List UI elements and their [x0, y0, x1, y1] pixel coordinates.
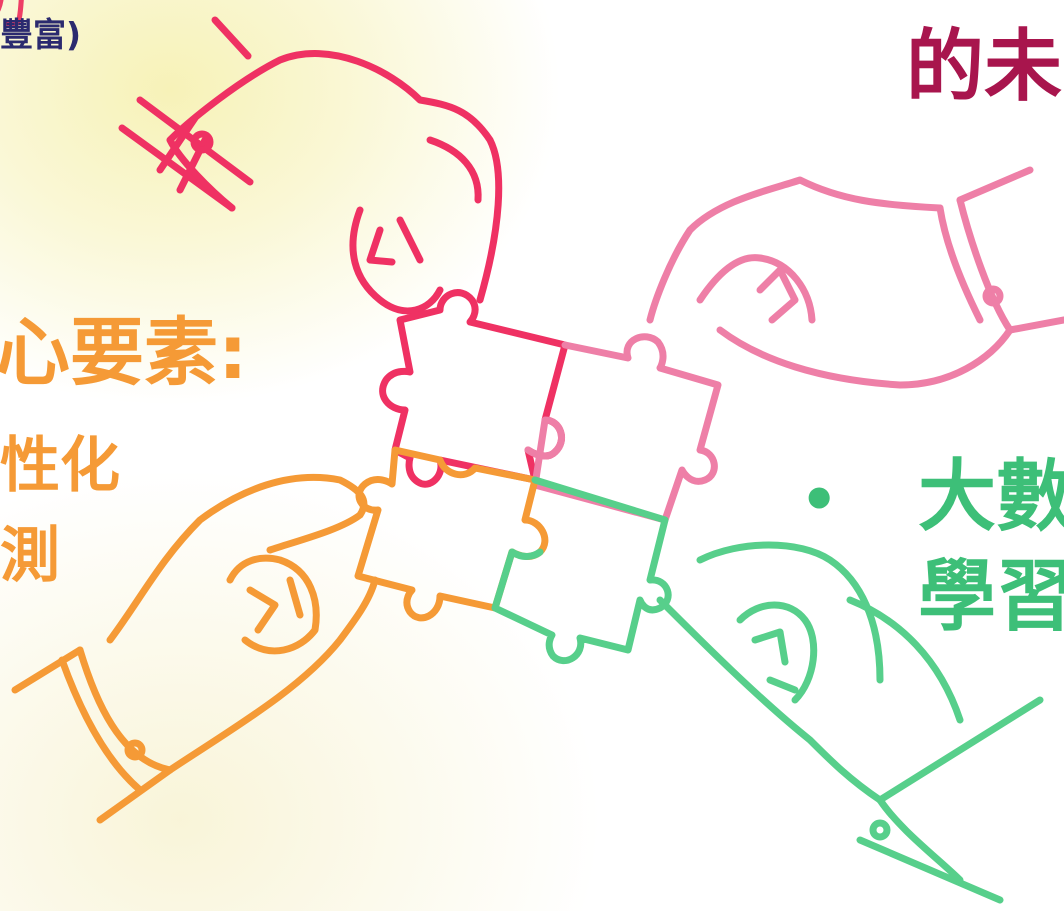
orange-item-1: 性化 [0, 431, 120, 501]
top-right-title: 的未 [906, 22, 1063, 112]
hand-icon-red [118, 16, 503, 315]
green-bullet: • [800, 465, 839, 535]
top-left-subtitle: 豐富) [0, 15, 82, 54]
orange-item-2: 測 [0, 521, 60, 591]
green-item-2: 學習 [918, 552, 1064, 642]
hand-icon-orange [11, 473, 379, 824]
orange-heading: 心要素: [0, 310, 248, 396]
puzzle-piece-icon [354, 289, 722, 665]
hand-icon-green [656, 541, 1044, 904]
hand-icon-pink [646, 166, 1064, 389]
green-item-1: 大數 [918, 452, 1064, 542]
top-left-title-fragment: 力 [0, 0, 29, 34]
